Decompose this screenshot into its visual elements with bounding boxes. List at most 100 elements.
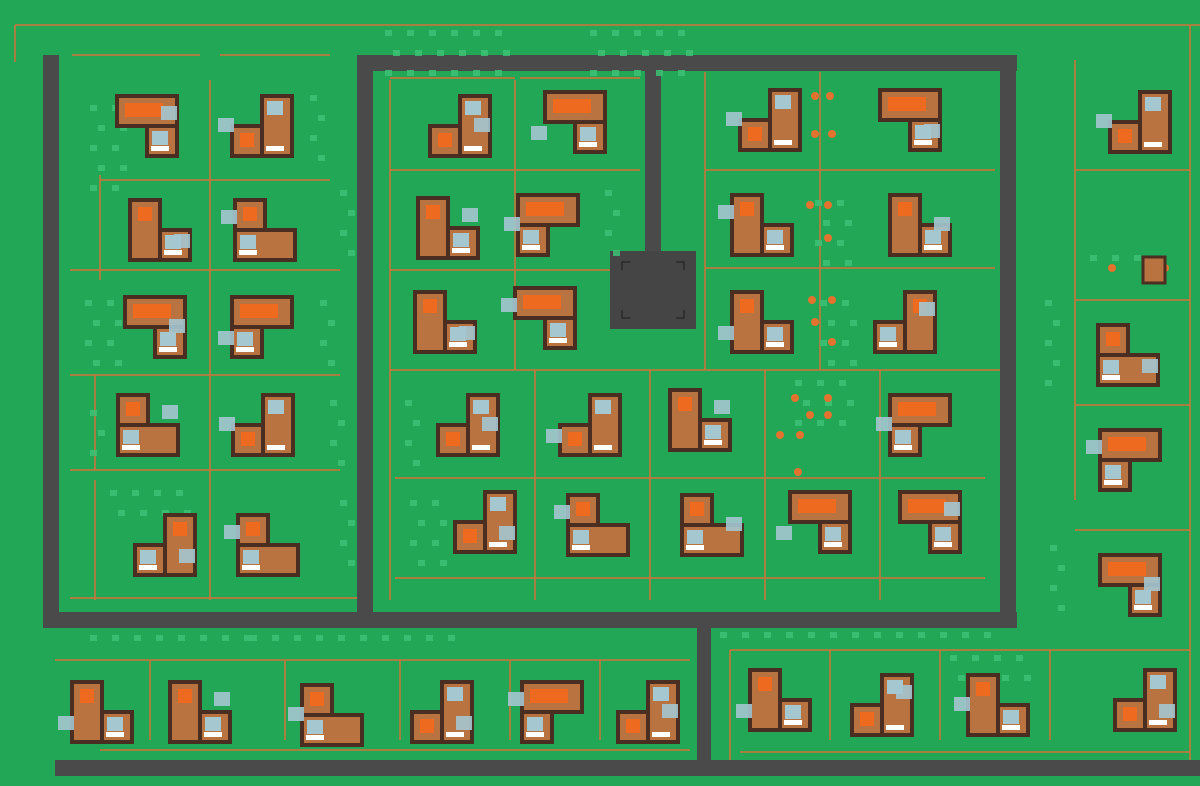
tiled-room bbox=[205, 717, 221, 731]
house[interactable] bbox=[718, 290, 794, 354]
bush bbox=[837, 200, 844, 206]
house[interactable] bbox=[168, 680, 232, 744]
house[interactable] bbox=[726, 88, 802, 152]
bush bbox=[404, 635, 411, 641]
house[interactable] bbox=[554, 493, 630, 557]
house[interactable] bbox=[288, 683, 364, 747]
bush bbox=[605, 190, 612, 196]
bush bbox=[154, 490, 161, 496]
house[interactable] bbox=[453, 490, 517, 554]
shed[interactable] bbox=[1141, 255, 1167, 285]
house[interactable] bbox=[531, 90, 607, 154]
house[interactable] bbox=[616, 680, 680, 744]
bush bbox=[330, 400, 337, 406]
bush bbox=[272, 635, 279, 641]
house[interactable] bbox=[888, 193, 952, 257]
tree bbox=[824, 394, 832, 402]
house[interactable] bbox=[128, 198, 192, 262]
counter bbox=[526, 732, 544, 737]
counter bbox=[139, 565, 157, 570]
house[interactable] bbox=[219, 393, 295, 457]
house[interactable] bbox=[133, 513, 197, 577]
patio bbox=[174, 234, 190, 248]
house[interactable] bbox=[410, 680, 474, 744]
house[interactable] bbox=[954, 673, 1030, 737]
house[interactable] bbox=[680, 493, 744, 557]
bush bbox=[107, 340, 114, 346]
tiled-room bbox=[775, 95, 791, 109]
bush bbox=[612, 70, 619, 76]
house[interactable] bbox=[115, 94, 179, 158]
house[interactable] bbox=[668, 388, 732, 452]
bush bbox=[340, 190, 347, 196]
bush bbox=[90, 450, 97, 456]
bush bbox=[140, 510, 147, 516]
bush bbox=[328, 360, 335, 366]
house[interactable] bbox=[850, 673, 914, 737]
bush bbox=[803, 400, 810, 406]
tiled-room bbox=[307, 720, 323, 734]
bush bbox=[495, 70, 502, 76]
house[interactable] bbox=[123, 295, 187, 359]
house[interactable] bbox=[58, 680, 134, 744]
orange-rug bbox=[178, 689, 192, 703]
patio bbox=[726, 112, 742, 126]
house[interactable] bbox=[218, 295, 294, 359]
house[interactable] bbox=[1096, 323, 1160, 387]
house[interactable] bbox=[501, 286, 577, 350]
orange-rug bbox=[438, 133, 452, 147]
house[interactable] bbox=[898, 490, 962, 554]
bush bbox=[896, 632, 903, 638]
house[interactable] bbox=[416, 196, 480, 260]
tiled-room bbox=[1003, 710, 1019, 724]
house[interactable] bbox=[546, 393, 622, 457]
bush bbox=[415, 50, 422, 56]
house[interactable] bbox=[224, 513, 300, 577]
house[interactable] bbox=[776, 490, 852, 554]
house[interactable] bbox=[116, 393, 180, 457]
orange-rug bbox=[568, 432, 582, 446]
central-plaza[interactable] bbox=[610, 251, 696, 329]
house[interactable] bbox=[221, 198, 297, 262]
bush bbox=[820, 340, 827, 346]
bush bbox=[413, 460, 420, 466]
bush bbox=[642, 50, 649, 56]
house[interactable] bbox=[876, 393, 952, 457]
bush bbox=[98, 125, 105, 131]
house[interactable] bbox=[504, 193, 580, 257]
house[interactable] bbox=[878, 88, 942, 152]
patio bbox=[219, 417, 235, 431]
bush bbox=[1024, 675, 1031, 681]
house[interactable] bbox=[1098, 553, 1162, 617]
tiled-room bbox=[267, 101, 283, 115]
counter bbox=[1102, 375, 1120, 380]
patio bbox=[776, 526, 792, 540]
tiled-room bbox=[1103, 360, 1119, 374]
bush bbox=[413, 420, 420, 426]
house[interactable] bbox=[736, 668, 812, 732]
house[interactable] bbox=[436, 393, 500, 457]
house[interactable] bbox=[428, 94, 492, 158]
house[interactable] bbox=[718, 193, 794, 257]
patio bbox=[718, 326, 734, 340]
patio bbox=[1086, 440, 1102, 454]
house[interactable] bbox=[218, 94, 294, 158]
house[interactable] bbox=[1113, 668, 1177, 732]
counter bbox=[572, 545, 590, 550]
house-room bbox=[410, 710, 444, 744]
bush bbox=[850, 320, 857, 326]
patio bbox=[508, 692, 524, 706]
house[interactable] bbox=[1096, 90, 1172, 154]
bush bbox=[385, 70, 392, 76]
house[interactable] bbox=[873, 290, 937, 354]
bush bbox=[318, 155, 325, 161]
orange-rug bbox=[243, 207, 257, 221]
house[interactable] bbox=[1086, 428, 1162, 492]
bush bbox=[451, 70, 458, 76]
tiled-room bbox=[653, 687, 669, 701]
bush bbox=[590, 70, 597, 76]
house[interactable] bbox=[413, 290, 477, 354]
house[interactable] bbox=[508, 680, 584, 744]
